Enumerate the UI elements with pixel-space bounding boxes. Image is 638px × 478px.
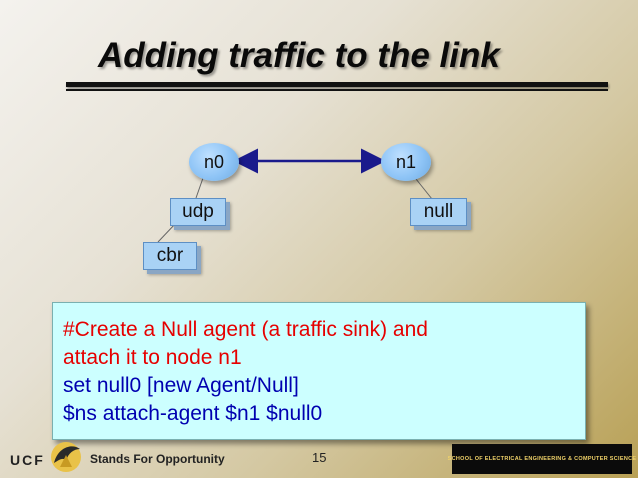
agent-null: null [410,198,467,226]
code-box: #Create a Null agent (a traffic sink) an… [52,302,586,440]
n1-null-connector [415,178,433,200]
node-n1: n1 [381,143,431,181]
agent-cbr: cbr [143,242,197,270]
code-line-command-2: $ns attach-agent $n1 $null0 [63,402,323,425]
agent-null-label: null [423,201,454,222]
code-line-command-1: set null0 [new Agent/Null] [63,374,299,397]
agent-udp-label: udp [182,201,214,222]
ucf-tagline: Stands For Opportunity [90,452,225,466]
title-rule [66,82,608,87]
udp-cbr-connector [157,222,177,243]
code-line-comment-1: #Create a Null agent (a traffic sink) an… [63,318,428,341]
node-n0-label: n0 [203,152,225,172]
node-n1-label: n1 [395,152,417,172]
code-line-comment-2: attach it to node n1 [63,346,242,369]
page-number: 15 [312,450,327,465]
agent-cbr-label: cbr [156,245,184,266]
slide-title: Adding traffic to the link [98,36,500,75]
node-n0: n0 [189,143,239,181]
title-rule-thin [66,89,608,91]
pegasus-logo-icon [51,442,81,472]
school-banner: SCHOOL OF ELECTRICAL ENGINEERING & COMPU… [448,444,636,474]
ucf-wordmark: UCF [10,452,45,468]
agent-udp: udp [170,198,226,226]
n0-udp-connector [195,177,204,199]
